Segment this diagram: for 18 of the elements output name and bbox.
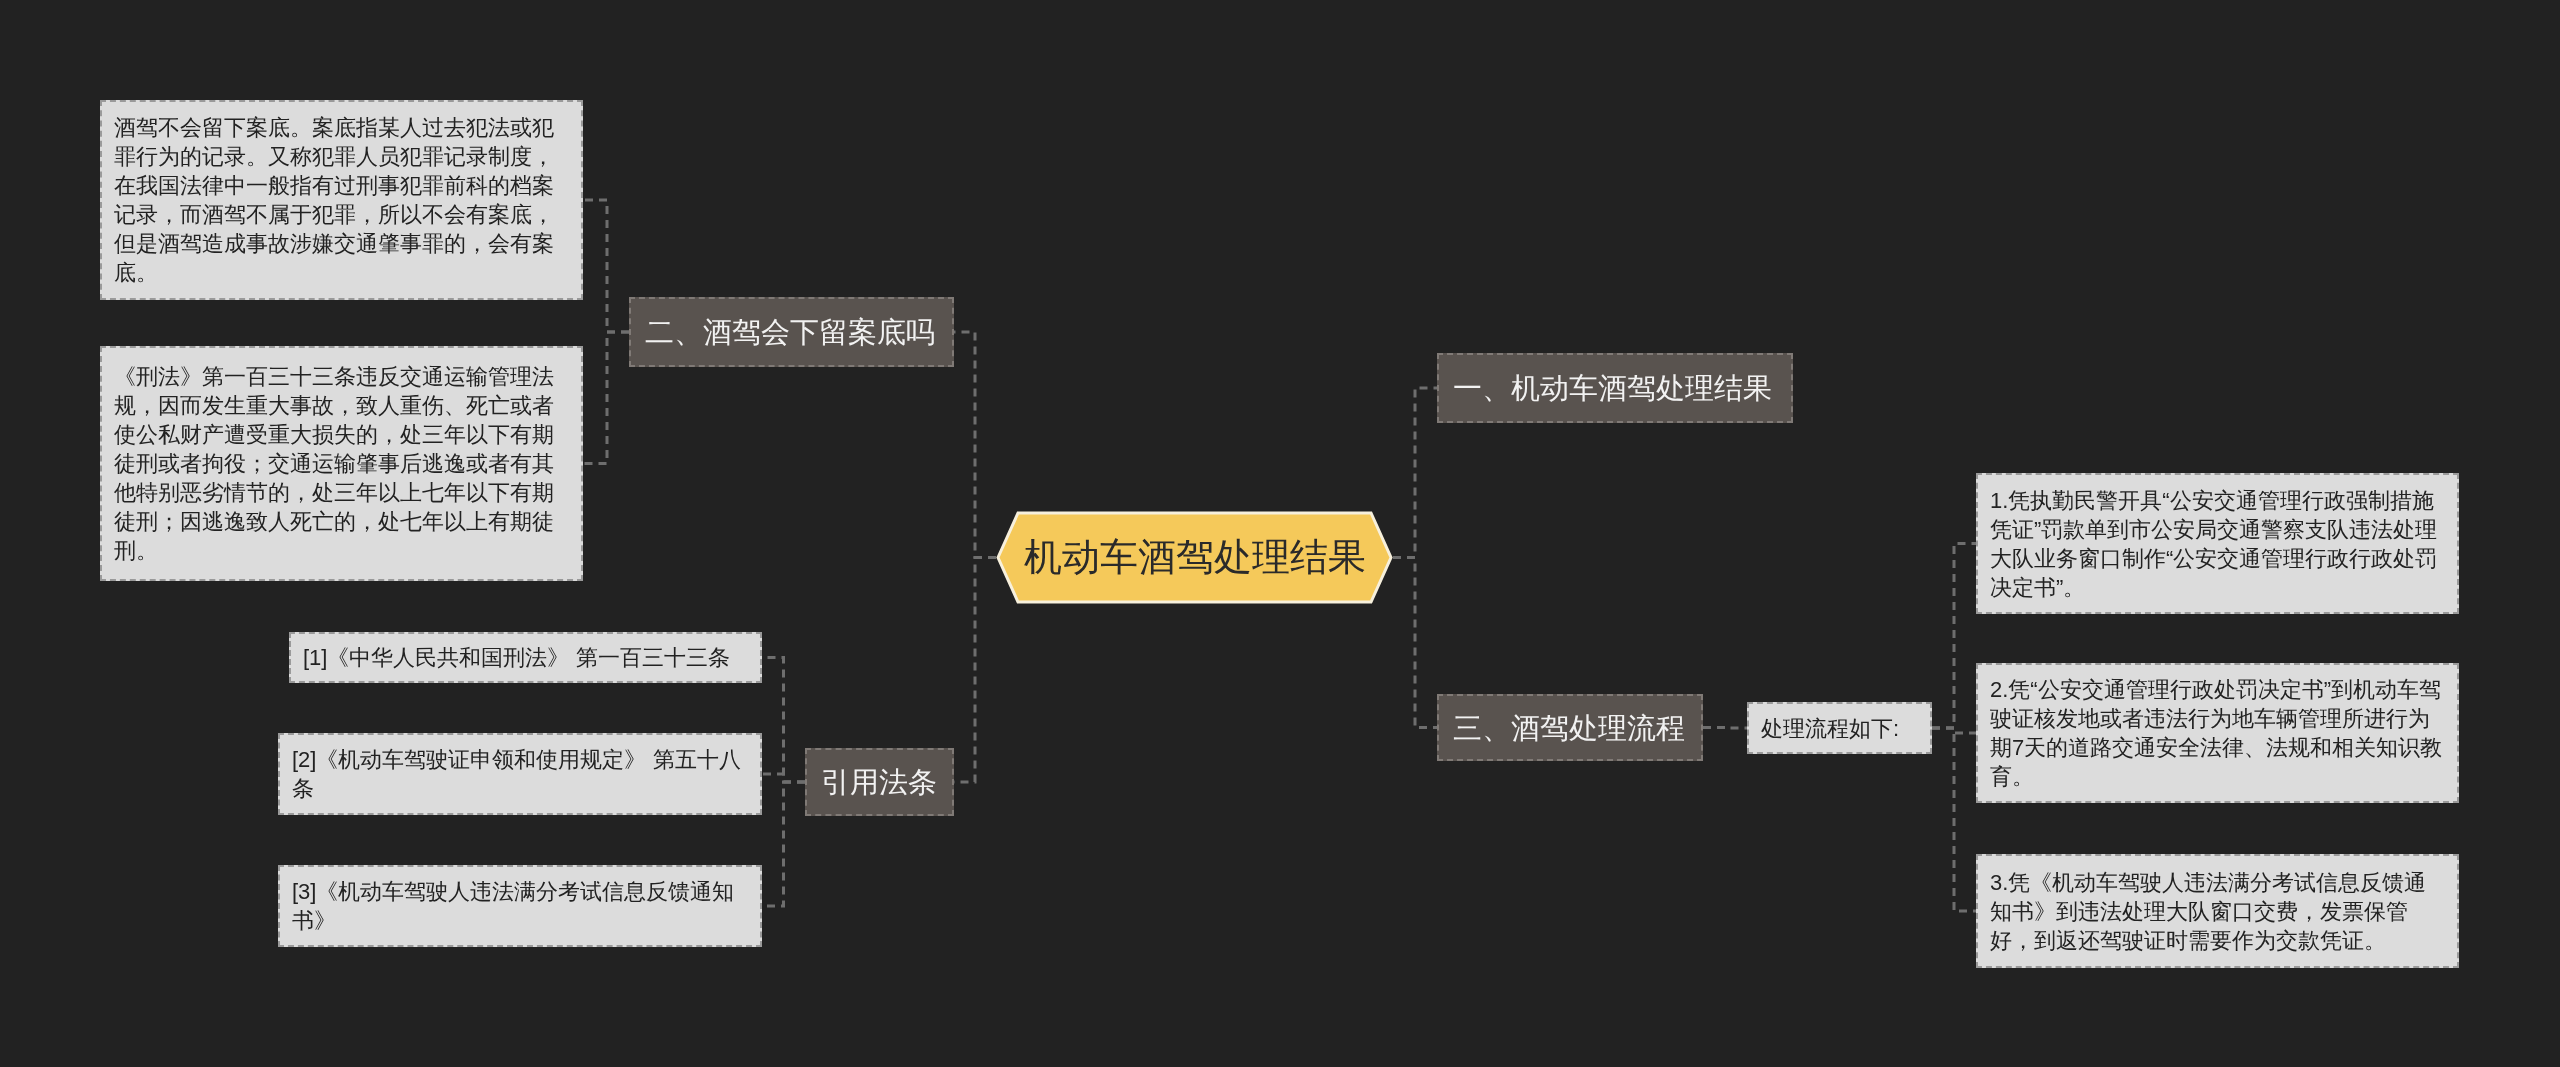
- central-topic: 机动车酒驾处理结果: [996, 511, 1393, 604]
- step-box: 2.凭“公安交通管理行政处罚决定书”到机动车驾驶证核发地或者违法行为地车辆管理所进行为期7天的道路交通安全法律、法规和相关知识教育。: [1976, 663, 2459, 803]
- step-box: 1.凭执勤民警开具“公安交通管理行政强制措施凭证”罚款单到市公安局交通警察支队违法处理大队业务窗口制作“公安交通管理行政行政处罚决定书”。: [1976, 473, 2459, 614]
- connector-line: [583, 330, 629, 465]
- note-box: 《刑法》第一百三十三条违反交通运输管理法规，因而发生重大事故，致人重伤、死亡或者使公私财产遭受重大损失的，处三年以下有期徒刑或者拘役；交通运输肇事后逃逸或者有其他特别恶劣情节的，处三年以上七年以下有期徒刑；因逃逸致人死亡的，处七年以上有期徒刑。: [100, 346, 583, 581]
- note-box: 处理流程如下:: [1747, 702, 1932, 754]
- reference-box: [2]《机动车驾驶证申领和使用规定》 第五十八条: [278, 733, 762, 815]
- branch-box: 引用法条: [805, 748, 954, 816]
- step-box: 3.凭《机动车驾驶人违法满分考试信息反馈通知书》到违法处理大队窗口交费，发票保管好，到返还驾驶证时需要作为交款凭证。: [1976, 854, 2459, 968]
- connector-line: [1703, 726, 1747, 730]
- connector-line: [1393, 556, 1437, 729]
- note-box: 酒驾不会留下案底。案底指某人过去犯法或犯罪行为的记录。又称犯罪人员犯罪记录制度，在我国法律中一般指有过刑事犯罪前科的档案记录，而酒驾不属于犯罪，所以不会有案底，但是酒驾造成事故涉嫌交通肇事罪的，会有案底。: [100, 100, 583, 300]
- branch-box: 二、酒驾会下留案底吗: [629, 297, 954, 367]
- reference-box: [3]《机动车驾驶人违法满分考试信息反馈通知书》: [278, 865, 762, 947]
- branch-box: 三、酒驾处理流程: [1437, 694, 1703, 761]
- branch-box: 一、机动车酒驾处理结果: [1437, 353, 1793, 423]
- connector-line: [1932, 726, 1976, 913]
- reference-box: [1]《中华人民共和国刑法》 第一百三十三条: [289, 632, 762, 683]
